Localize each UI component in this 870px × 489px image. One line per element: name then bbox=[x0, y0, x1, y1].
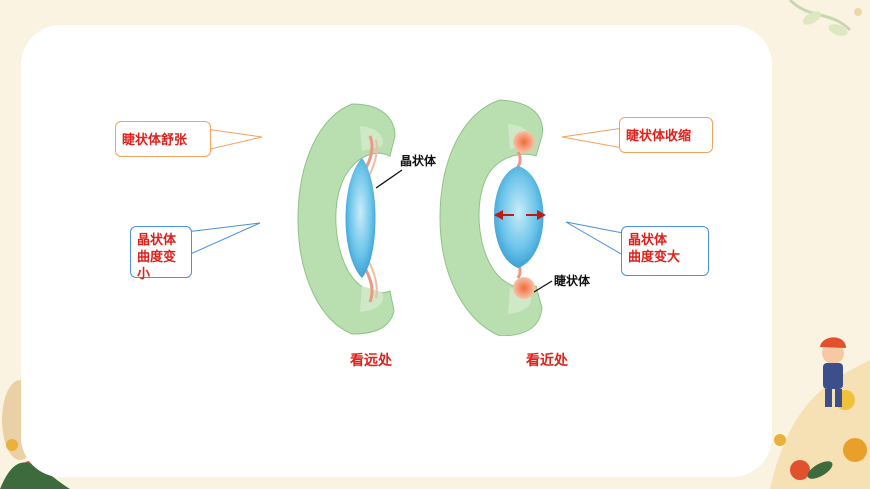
callout-lens-rounder: 晶状体 曲度变大 bbox=[621, 226, 709, 276]
label-ciliary-body: 睫状体 bbox=[554, 274, 591, 288]
flower-bottom-right bbox=[770, 337, 870, 489]
callout-lens-rounder-line1: 晶状体 bbox=[628, 232, 668, 247]
ciliary-muscle-bottom bbox=[513, 277, 535, 299]
label-lens: 晶状体 bbox=[400, 154, 437, 168]
callout-ciliary-contract: 睫状体收缩 bbox=[619, 117, 713, 153]
child-figure bbox=[820, 337, 846, 407]
eye-diagrams bbox=[297, 99, 553, 336]
callout-lens-flatter-line2: 曲度变小 bbox=[137, 249, 177, 281]
callout-lens-rounder-line2: 曲度变大 bbox=[628, 249, 681, 264]
lens-far bbox=[345, 158, 376, 278]
eye-near-view bbox=[439, 99, 553, 336]
caption-far: 看远处 bbox=[350, 352, 392, 368]
callout-ciliary-contract-text: 睫状体收缩 bbox=[626, 128, 692, 143]
arrow-right-icon bbox=[526, 210, 546, 220]
caption-near: 看近处 bbox=[526, 352, 568, 368]
eye-far-view bbox=[297, 103, 403, 335]
callout-ciliary-relax-text: 睫状体舒张 bbox=[122, 132, 188, 147]
callout-ciliary-relax: 睫状体舒张 bbox=[115, 121, 211, 157]
arrow-left-icon bbox=[494, 210, 514, 220]
callout-lens-flatter-line1: 晶状体 bbox=[137, 232, 177, 247]
lens-near bbox=[494, 166, 544, 268]
ciliary-muscle-top bbox=[513, 131, 535, 153]
callout-lens-flatter: 晶状体 曲度变小 bbox=[130, 226, 192, 281]
